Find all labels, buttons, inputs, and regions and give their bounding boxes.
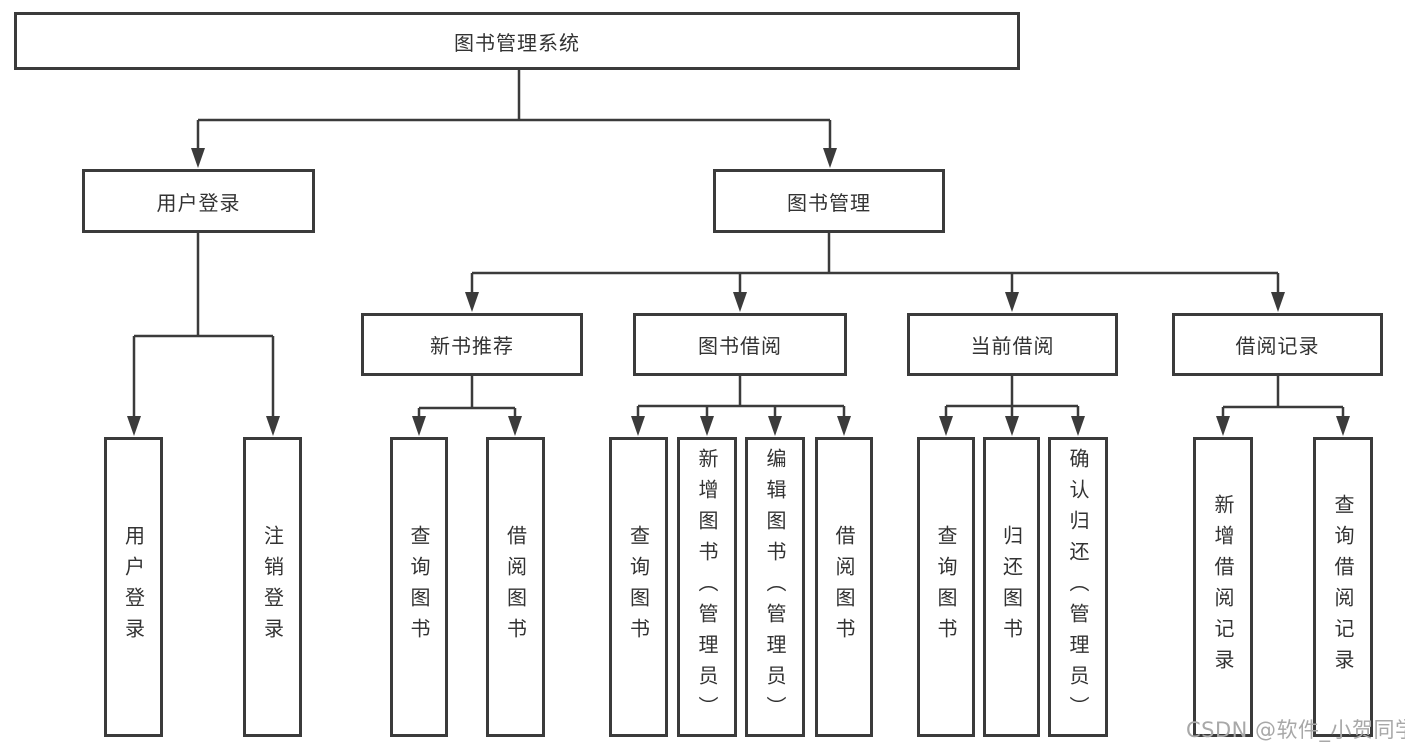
leaf-edit-books-admin: 编辑图书（管理员） bbox=[745, 437, 805, 737]
leaf-add-borrow-record-label: 新增借阅记录 bbox=[1211, 494, 1235, 680]
leaf-return-books: 归还图书 bbox=[983, 437, 1040, 737]
node-book-borrowing: 图书借阅 bbox=[633, 313, 847, 376]
leaf-query-books-2: 查询图书 bbox=[609, 437, 668, 737]
node-current-borrowing: 当前借阅 bbox=[907, 313, 1118, 376]
leaf-query-books-2-label: 查询图书 bbox=[626, 525, 651, 649]
leaf-borrow-books-2: 借阅图书 bbox=[815, 437, 873, 737]
leaf-query-books-3: 查询图书 bbox=[917, 437, 975, 737]
leaf-confirm-return-admin: 确认归还（管理员） bbox=[1048, 437, 1108, 737]
leaf-edit-books-admin-label: 编辑图书（管理员） bbox=[763, 447, 787, 727]
leaf-borrow-books-2-label: 借阅图书 bbox=[832, 525, 856, 649]
leaf-add-books-admin: 新增图书（管理员） bbox=[677, 437, 737, 737]
leaf-query-books: 查询图书 bbox=[390, 437, 448, 737]
leaf-query-books-label: 查询图书 bbox=[407, 525, 431, 649]
node-new-book-recommendation: 新书推荐 bbox=[361, 313, 583, 376]
leaf-user-login-label: 用户登录 bbox=[121, 525, 146, 649]
leaf-return-books-label: 归还图书 bbox=[999, 525, 1024, 649]
leaf-query-borrow-record: 查询借阅记录 bbox=[1313, 437, 1373, 737]
node-borrowing-records: 借阅记录 bbox=[1172, 313, 1383, 376]
leaf-borrow-books-label: 借阅图书 bbox=[503, 525, 528, 649]
leaf-logout: 注销登录 bbox=[243, 437, 302, 737]
leaf-query-borrow-record-label: 查询借阅记录 bbox=[1331, 494, 1355, 680]
leaf-add-borrow-record: 新增借阅记录 bbox=[1193, 437, 1253, 737]
leaf-borrow-books: 借阅图书 bbox=[486, 437, 545, 737]
leaf-query-books-3-label: 查询图书 bbox=[934, 525, 958, 649]
leaf-logout-label: 注销登录 bbox=[260, 525, 285, 649]
csdn-watermark: CSDN @软件_小贺同学 bbox=[1186, 718, 1405, 742]
leaf-add-books-admin-label: 新增图书（管理员） bbox=[695, 447, 719, 727]
leaf-user-login: 用户登录 bbox=[104, 437, 163, 737]
node-user-login: 用户登录 bbox=[82, 169, 315, 233]
leaf-confirm-return-admin-label: 确认归还（管理员） bbox=[1066, 447, 1090, 727]
node-library-management-system: 图书管理系统 bbox=[14, 12, 1020, 70]
node-book-management: 图书管理 bbox=[713, 169, 945, 233]
